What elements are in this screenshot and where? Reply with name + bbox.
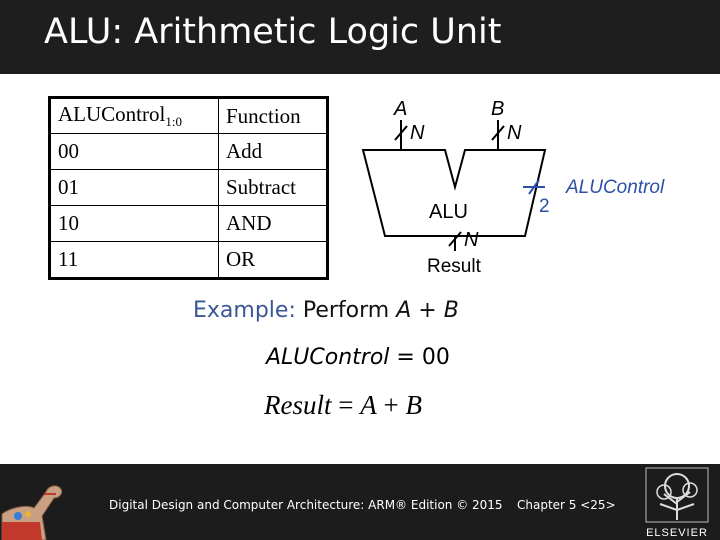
alu-symbol-diagram: A N B N ALU N Result 2 ALUControl (361, 98, 665, 277)
row-code: 11 (49, 241, 219, 279)
input-b-width: N (507, 122, 522, 144)
table-row: 01 Subtract (49, 169, 328, 206)
example-result-var: Result (264, 390, 332, 420)
row-function: Add (218, 133, 328, 170)
elsevier-tree-logo-icon: ELSEVIER (645, 467, 709, 539)
example-result-plus: + (376, 390, 406, 420)
header-function: Function (218, 97, 328, 134)
example-control-setting: ALUControl = 00 (266, 345, 720, 370)
row-code: 10 (49, 205, 219, 242)
input-a-label: A (393, 98, 407, 120)
footer-slide-number: Chapter 5 <25> (517, 498, 616, 512)
row-code: 01 (49, 169, 219, 206)
table-row: 11 OR (49, 241, 328, 279)
input-a-slash (394, 125, 408, 141)
input-b-label: B (491, 98, 504, 120)
flexed-arm-logo-icon (1, 485, 63, 540)
slide-title: ALU: Arithmetic Logic Unit (44, 12, 502, 52)
example-plus: + (411, 298, 444, 323)
row-function: OR (218, 241, 328, 279)
example-result-equation: Result = A + B (264, 390, 720, 421)
alu-block-label: ALU (429, 201, 468, 223)
example-result-a: A (360, 390, 377, 420)
output-width: N (464, 229, 479, 251)
input-b-slash (491, 125, 505, 141)
example-result-eq: = (331, 390, 361, 420)
footer-book-title: Digital Design and Computer Architecture… (109, 498, 503, 512)
alu-body-shape (361, 149, 547, 237)
input-a-width: N (410, 122, 425, 144)
row-function: AND (218, 205, 328, 242)
control-width: 2 (539, 196, 550, 217)
example-var-a: A (396, 298, 412, 323)
example-control-value: = 00 (389, 345, 450, 370)
row-function: Subtract (218, 169, 328, 206)
output-label: Result (427, 256, 482, 277)
header-aluconrol-label: ALUControl (58, 101, 166, 126)
table-row: 00 Add (49, 133, 328, 170)
footer-bar: Digital Design and Computer Architecture… (0, 464, 720, 540)
output-slash (448, 231, 462, 247)
example-var-b: B (443, 298, 459, 323)
header-aluconrol-subscript: 1:0 (165, 114, 182, 130)
example-statement: Example: Perform A + B (193, 298, 720, 323)
title-bar: ALU: Arithmetic Logic Unit (0, 0, 720, 74)
publisher-logo-text: ELSEVIER (646, 527, 708, 539)
header-aluconrol: ALUControl1:0 (49, 97, 219, 134)
control-label: ALUControl (565, 177, 665, 198)
example-prefix: Perform (302, 298, 397, 323)
table-row: 10 AND (49, 205, 328, 242)
control-slash (528, 179, 540, 195)
alu-control-table: ALUControl1:0 Function 00 Add 01 Subtrac… (48, 96, 329, 280)
example-control-var: ALUControl (266, 345, 390, 370)
row-code: 00 (49, 133, 219, 170)
table-header-row: ALUControl1:0 Function (49, 97, 328, 134)
example-label: Example: (193, 298, 296, 323)
example-result-b: B (405, 390, 422, 420)
